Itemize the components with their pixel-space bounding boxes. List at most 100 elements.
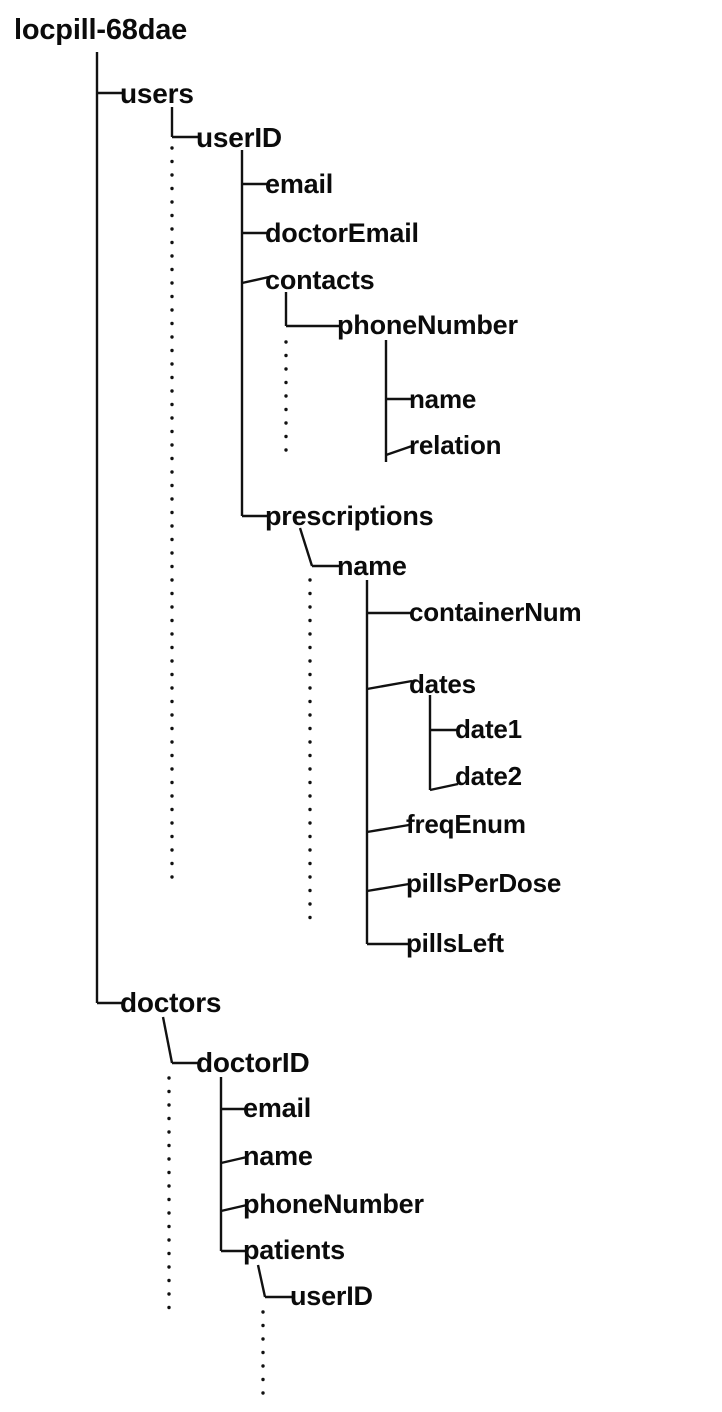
ellipsis-dot [170,281,174,285]
ellipsis-dot [284,407,288,412]
dotted-edge-group [167,146,312,1395]
node-label-contact-relation: relation [409,430,502,460]
edge-rxname-dates [366,679,413,691]
node-label-root: locpill-68dae [14,14,188,46]
ellipsis-dot [170,254,174,258]
node-label-pillsPerDose: pillsPerDose [406,868,562,898]
node-label-freqEnum: freqEnum [406,809,526,839]
ellipsis-dot [308,713,312,717]
ellipsis-dot [170,591,174,596]
ellipsis-dot [308,726,312,731]
node-label-doc-phoneNumber: phoneNumber [243,1189,424,1219]
ellipsis-dot [308,861,312,866]
ellipsis-dot [170,483,174,488]
ellipsis-dot [170,524,174,528]
ellipsis-dot [167,1130,171,1134]
ellipsis-dot [308,848,312,852]
ellipsis-dot [170,618,174,623]
ellipsis-dot [308,672,312,677]
ellipsis-dot [170,456,174,461]
ellipsis-dot [170,767,174,771]
ellipsis-dot [170,227,174,231]
ellipsis-dot [284,340,288,344]
ellipsis-dot [170,821,174,825]
node-label-doctorID: doctorID [196,1047,310,1078]
node-label-date2: date2 [455,761,522,791]
node-label-prescriptions: prescriptions [265,501,434,531]
ellipsis-dot [170,213,174,218]
node-label-rx-name: name [337,551,407,581]
ellipsis-dot [167,1292,171,1296]
node-label-doc-name: name [243,1141,313,1171]
ellipsis-dot [308,686,312,690]
ellipsis-dot [170,375,174,380]
ellipsis-dot [308,767,312,771]
ellipsis-dot [167,1116,171,1121]
edge-rxname-freq [366,823,410,834]
edge-rx-to-name [298,527,314,567]
ellipsis-dot [170,861,174,866]
ellipsis-dot [170,780,174,785]
ellipsis-dot [170,875,174,879]
node-label-phoneNumber: phoneNumber [337,310,518,340]
node-label-contacts: contacts [265,265,375,295]
ellipsis-dot [284,394,288,398]
ellipsis-dot [167,1089,171,1094]
ellipsis-dot [170,308,174,312]
ellipsis-dot [261,1350,265,1355]
ellipsis-dot [308,875,312,879]
ellipsis-dot [170,362,174,366]
node-label-email: email [265,169,334,199]
ellipsis-dot [170,335,174,339]
ellipsis-dot [170,537,174,542]
ellipsis-dot [308,902,312,906]
ellipsis-dot [167,1197,171,1202]
edge-userID-contacts [241,275,270,285]
ellipsis-dot [170,807,174,812]
ellipsis-dot [170,497,174,501]
ellipsis-dot [170,173,174,177]
edge-patients-to-userID [256,1264,267,1298]
ellipsis-dot [167,1305,171,1310]
node-label-patient-userID: userID [290,1281,373,1311]
ellipsis-dot [308,740,312,744]
ellipsis-dot [170,551,174,555]
ellipsis-dot [308,821,312,825]
ellipsis-dot [170,443,174,447]
ellipsis-dot [170,510,174,515]
node-label-doc-patients: patients [243,1235,345,1265]
edge-docID-name [220,1155,248,1165]
node-label-doctors: doctors [120,987,222,1018]
node-label-dates: dates [409,669,476,699]
ellipsis-dot [170,470,174,474]
ellipsis-dot [284,380,288,385]
ellipsis-dot [284,367,288,371]
ellipsis-dot [308,578,312,582]
ellipsis-dot [261,1364,265,1368]
ellipsis-dot [284,421,288,425]
ellipsis-dot [170,267,174,272]
ellipsis-dot [170,848,174,852]
node-label-userID: userID [196,122,282,153]
ellipsis-dot [167,1211,171,1215]
edge-dates-date2 [429,782,459,792]
ellipsis-dot [261,1337,265,1341]
ellipsis-dot [167,1251,171,1256]
ellipsis-dot [170,578,174,582]
ellipsis-dot [308,645,312,650]
ellipsis-dot [167,1224,171,1229]
ellipsis-dot [170,564,174,569]
solid-edge-group [95,52,459,1299]
ellipsis-dot [170,713,174,717]
ellipsis-dot [170,740,174,744]
ellipsis-dot [170,659,174,663]
node-label-containerNum: containerNum [409,597,582,627]
ellipsis-dot [261,1323,265,1328]
ellipsis-dot [170,699,174,704]
ellipsis-dot [170,429,174,434]
ellipsis-dot [170,672,174,677]
edge-doctors-to-docID [161,1016,174,1064]
ellipsis-dot [170,794,174,798]
ellipsis-dot [170,753,174,758]
edge-phone-relation [385,444,413,457]
